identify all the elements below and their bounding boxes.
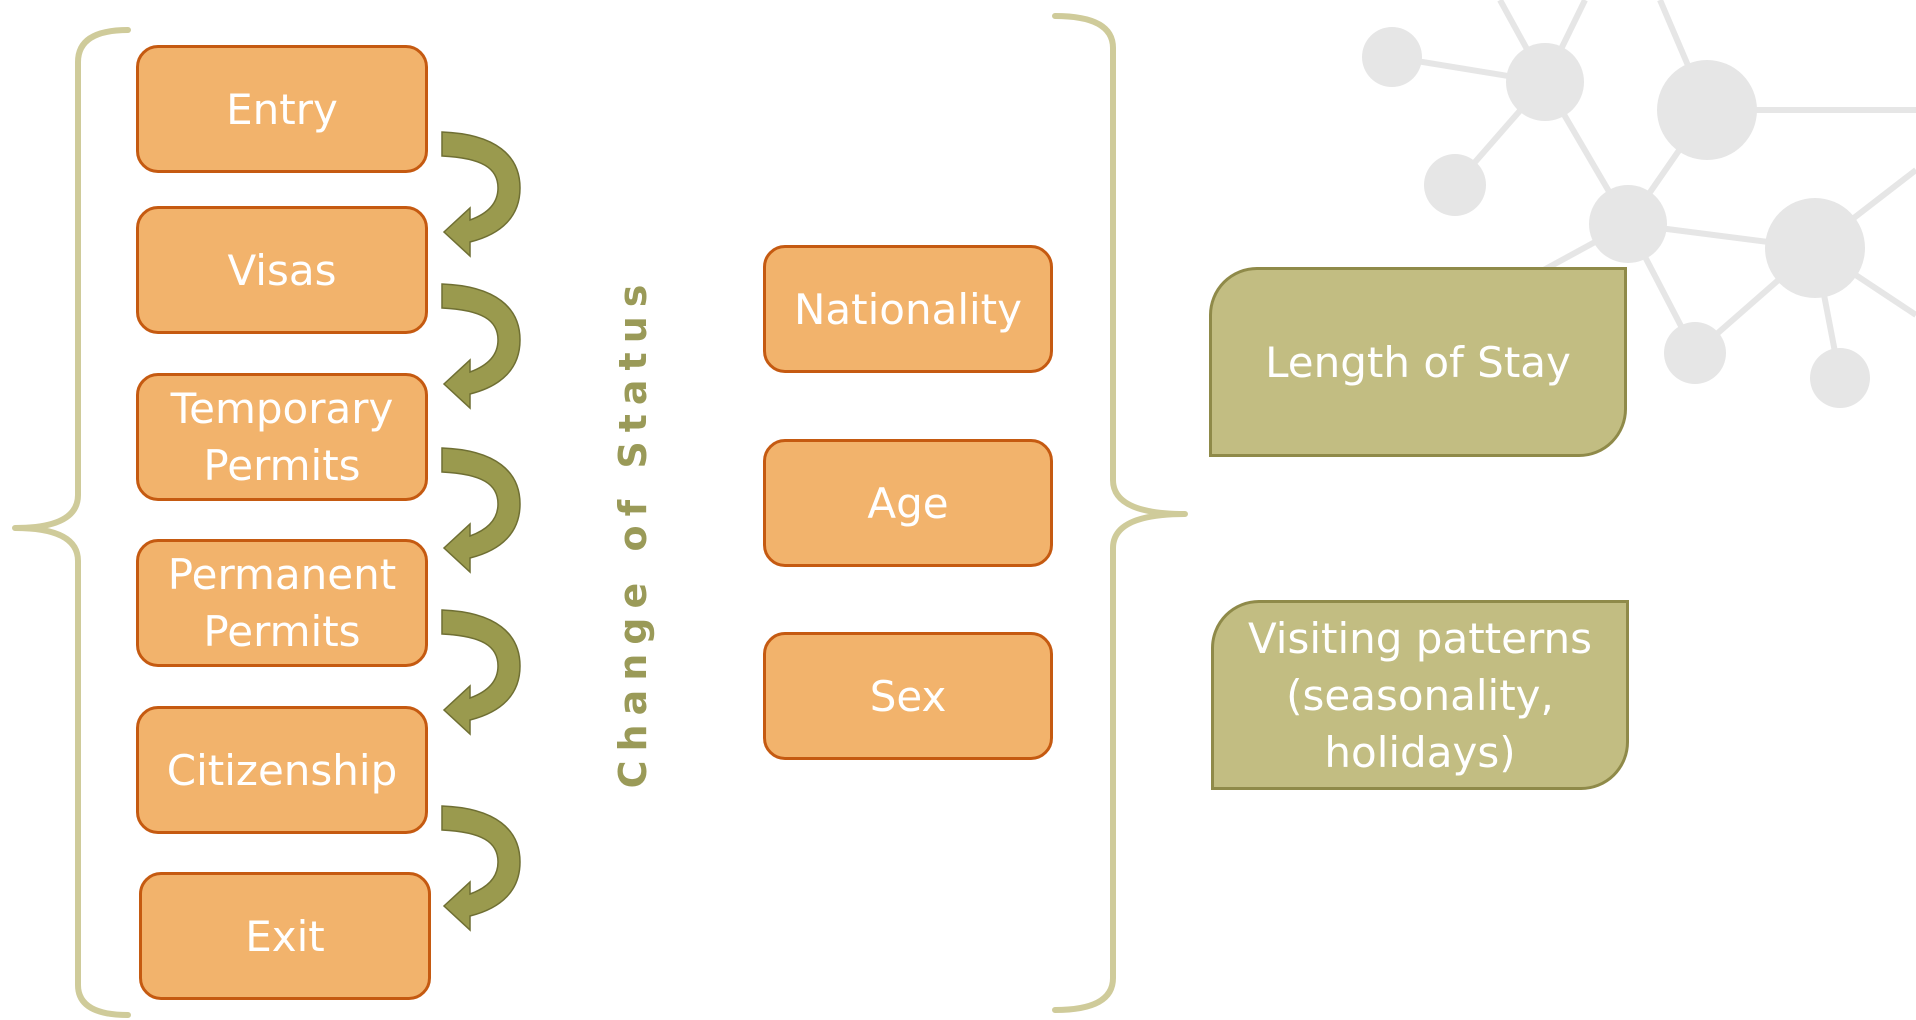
step-permanent-permits: Permanent Permits [136,539,428,667]
attribute-age: Age [763,439,1053,567]
outcome-length-of-stay: Length of Stay [1209,267,1627,457]
step-entry: Entry [136,45,428,173]
step-exit: Exit [139,872,431,1000]
attribute-nationality: Nationality [763,245,1053,373]
curved-arrow-icon [441,283,521,409]
step-temporary-permits: Temporary Permits [136,373,428,501]
curved-arrow-icon [441,805,521,931]
outcome-visiting-patterns: Visiting patterns (seasonality, holidays… [1211,600,1629,790]
curved-arrow-icon [441,609,521,735]
change-of-status-label: Change of Status [611,275,655,789]
step-citizenship: Citizenship [136,706,428,834]
attribute-sex: Sex [763,632,1053,760]
curved-arrow-icon [441,131,521,257]
curved-arrow-icon [441,447,521,573]
step-visas: Visas [136,206,428,334]
